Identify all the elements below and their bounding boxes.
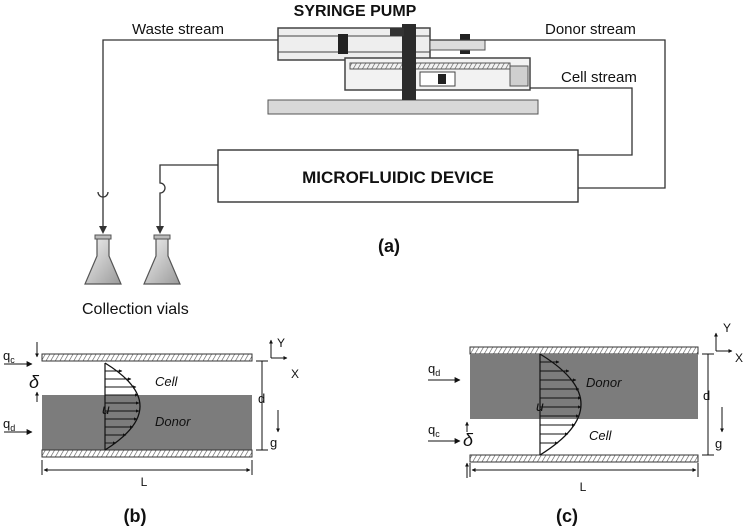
pump-pusher <box>402 24 416 100</box>
velocity-u-b: u <box>102 401 110 417</box>
panel-c: u Donor Cell qd qc δ d g Y X L (c) <box>428 321 743 526</box>
velocity-u-c: u <box>536 398 544 414</box>
bottom-wall-b <box>41 449 253 458</box>
pump-title: SYRINGE PUMP <box>294 3 417 20</box>
device-label: MICROFLUIDIC DEVICE <box>302 168 494 187</box>
delta-b: δ <box>29 372 40 392</box>
axis-y-c: Y <box>723 321 731 335</box>
qc-label-c: qc <box>428 422 440 439</box>
pump-base <box>267 99 539 115</box>
axis-x-c: X <box>735 351 743 365</box>
length-label-b: L <box>141 475 148 489</box>
microfluidic-device <box>217 149 579 203</box>
cell-label-c: Cell <box>589 428 613 443</box>
panel-a: SYRINGE PUMP Waste s <box>82 3 666 318</box>
collection-vial-1 <box>84 234 122 285</box>
cell-stream-label: Cell stream <box>561 69 637 86</box>
waste-stream-label: Waste stream <box>132 21 224 38</box>
qc-label-b: qc <box>3 348 15 365</box>
axes-c: Y X <box>714 321 743 365</box>
donor-label-b: Donor <box>155 414 191 429</box>
length-label-c: L <box>580 480 587 494</box>
g-label-b: g <box>270 435 277 450</box>
top-wall-c <box>469 346 699 355</box>
cell-label-b: Cell <box>155 374 179 389</box>
donor-layer-c <box>470 354 698 419</box>
velocity-profile-b <box>104 362 141 451</box>
collection-vial-2 <box>143 234 181 285</box>
delta-c: δ <box>463 430 474 450</box>
axis-x-b: X <box>291 367 299 381</box>
qd-label-b: qd <box>3 416 15 433</box>
top-wall-b <box>41 353 253 362</box>
panel-b: u Cell Donor qc δ qd d g Y X L (b) <box>3 336 299 526</box>
d-label-c: d <box>703 388 710 403</box>
caption-b: (b) <box>124 506 147 526</box>
tubing <box>97 39 666 228</box>
g-label-c: g <box>715 436 722 451</box>
collection-vials-label: Collection vials <box>82 301 189 318</box>
qd-label-c: qd <box>428 361 440 378</box>
velocity-profile-c <box>539 353 582 456</box>
donor-label-c: Donor <box>586 375 622 390</box>
d-label-b: d <box>258 391 265 406</box>
bottom-wall-c <box>469 454 699 463</box>
caption-c: (c) <box>556 506 578 526</box>
donor-stream-label: Donor stream <box>545 21 636 38</box>
axes-b: Y X <box>269 336 299 381</box>
syringe-pump <box>267 24 539 115</box>
donor-layer-b <box>42 395 252 450</box>
axis-y-b: Y <box>277 336 285 350</box>
caption-a: (a) <box>378 236 400 256</box>
